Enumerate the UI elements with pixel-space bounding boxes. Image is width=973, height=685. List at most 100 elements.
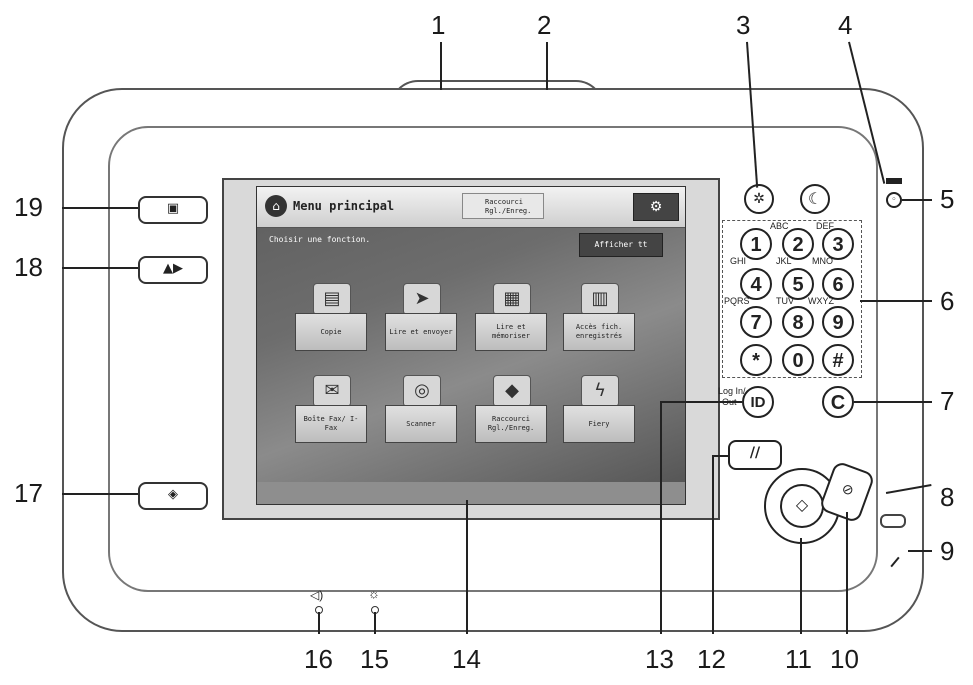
callout-15: 15 <box>360 644 389 674</box>
function-label: Copie <box>295 313 367 351</box>
quick-menu-icon: ▲▶ <box>163 261 183 276</box>
key-letters-def: DEF <box>816 221 834 231</box>
fiery-icon: ϟ <box>581 375 619 407</box>
key-star[interactable]: * <box>740 344 772 376</box>
key-5[interactable]: 5 <box>782 268 814 300</box>
callout-13: 13 <box>645 644 674 674</box>
function-tile[interactable]: ◎ Scanner <box>385 375 457 443</box>
status-icon: ◈ <box>168 487 178 502</box>
key-8[interactable]: 8 <box>782 306 814 338</box>
main-menu-icon: ⌂ <box>265 195 287 217</box>
status-monitor-button[interactable]: ◈ <box>138 482 208 510</box>
key-3[interactable]: 3 <box>822 228 854 260</box>
callout-6: 6 <box>940 286 955 316</box>
shortcut-label-line2: Rgl./Enreg. <box>485 207 532 215</box>
callout-14: 14 <box>452 644 481 674</box>
show-all-button[interactable]: Afficher tt <box>579 233 663 257</box>
callout-3: 3 <box>736 10 751 40</box>
leader-line-12b <box>712 455 714 634</box>
callout-7: 7 <box>940 386 955 416</box>
key-2[interactable]: 2 <box>782 228 814 260</box>
brightness-button[interactable]: ◦ <box>886 192 902 208</box>
numeric-keypad-area <box>722 220 862 378</box>
clear-button[interactable]: C <box>822 386 854 418</box>
key-letters-wxyz: WXYZ <box>808 296 834 306</box>
stop-icon: ⊘ <box>839 480 856 500</box>
leader-line-13a <box>660 401 742 403</box>
function-tile[interactable]: ▤ Copie <box>295 283 367 351</box>
callout-11: 11 <box>785 644 812 674</box>
sun-icon: ☼ <box>368 586 380 601</box>
callout-10: 10 <box>830 644 859 674</box>
callout-8: 8 <box>940 482 955 512</box>
shortcut-icon: ◆ <box>493 375 531 407</box>
key-hash[interactable]: # <box>822 344 854 376</box>
function-tile[interactable]: ϟ Fiery <box>563 375 635 443</box>
function-tile[interactable]: ➤ Lire et envoyer <box>385 283 457 351</box>
key-7[interactable]: 7 <box>740 306 772 338</box>
leader-line-11 <box>800 538 802 634</box>
callout-19: 19 <box>14 192 43 222</box>
leader-line-13b <box>660 401 662 634</box>
main-power-indicator <box>886 178 902 184</box>
start-icon: ◇ <box>780 484 824 528</box>
key-4[interactable]: 4 <box>740 268 772 300</box>
key-letters-jkl: JKL <box>776 256 792 266</box>
callout-12: 12 <box>697 644 726 674</box>
screen-title-bar: ⌂ Menu principal Raccourci Rgl./Enreg. ⚙ <box>257 187 685 228</box>
callout-17: 17 <box>14 478 43 508</box>
counter-check-button[interactable]: ✲ <box>744 184 774 214</box>
touch-panel-display[interactable]: ⌂ Menu principal Raccourci Rgl./Enreg. ⚙… <box>256 186 686 484</box>
key-letters-tuv: TUV <box>776 296 794 306</box>
function-tile[interactable]: ▥ Accès fich. enregistrés <box>563 283 635 351</box>
leader-line-5 <box>902 199 932 201</box>
function-tile[interactable]: ◆ Raccourci Rgl./Enreg. <box>475 375 547 443</box>
counter-icon: ✲ <box>753 191 765 207</box>
log-in-out-label-line1: Log In/ <box>718 386 746 396</box>
scanner-icon: ◎ <box>403 375 441 407</box>
moon-icon: ☾ <box>807 189 823 208</box>
error-indicator <box>880 514 906 528</box>
id-button[interactable]: ID <box>742 386 774 418</box>
settings-gear-icon[interactable]: ⚙ <box>633 193 679 221</box>
function-label: Accès fich. enregistrés <box>563 313 635 351</box>
function-tile[interactable]: ✉ Boîte Fax/ I-Fax <box>295 375 367 443</box>
function-label: Boîte Fax/ I-Fax <box>295 405 367 443</box>
energy-saver-button[interactable]: ☾ <box>800 184 830 214</box>
leader-line-2 <box>546 42 548 90</box>
callout-1: 1 <box>431 10 446 40</box>
key-1[interactable]: 1 <box>740 228 772 260</box>
function-label: Lire et envoyer <box>385 313 457 351</box>
callout-18: 18 <box>14 252 43 282</box>
reset-button[interactable]: // <box>728 440 782 470</box>
leader-line-7 <box>854 401 932 403</box>
function-label: Fiery <box>563 405 635 443</box>
key-9[interactable]: 9 <box>822 306 854 338</box>
callout-5: 5 <box>940 184 955 214</box>
key-0[interactable]: 0 <box>782 344 814 376</box>
key-6[interactable]: 6 <box>822 268 854 300</box>
function-label: Scanner <box>385 405 457 443</box>
paper-plane-icon: ➤ <box>403 283 441 315</box>
power-lamp-icon: ◦ <box>891 195 897 205</box>
copier-icon: ▤ <box>313 283 351 315</box>
leader-line-12a <box>712 455 728 457</box>
stored-files-icon: ▥ <box>581 283 619 315</box>
shortcut-label-line1: Raccourci <box>485 198 523 206</box>
key-letters-mno: MNO <box>812 256 833 266</box>
speaker-icon: ◁) <box>310 588 324 602</box>
leader-line-10 <box>846 512 848 634</box>
key-letters-ghi: GHI <box>730 256 747 266</box>
leader-line-6 <box>860 300 932 302</box>
function-label: Raccourci Rgl./Enreg. <box>475 405 547 443</box>
main-menu-button[interactable]: ▣ <box>138 196 208 224</box>
callout-16: 16 <box>304 644 333 674</box>
function-label: Lire et mémoriser <box>475 313 547 351</box>
function-tile[interactable]: ▦ Lire et mémoriser <box>475 283 547 351</box>
menu-icon: ▣ <box>166 201 180 216</box>
scan-store-icon: ▦ <box>493 283 531 315</box>
main-menu-title: Menu principal <box>293 199 395 213</box>
callout-4: 4 <box>838 10 853 40</box>
quick-menu-button[interactable]: ▲▶ <box>138 256 208 284</box>
shortcut-settings-button[interactable]: Raccourci Rgl./Enreg. <box>462 193 544 219</box>
